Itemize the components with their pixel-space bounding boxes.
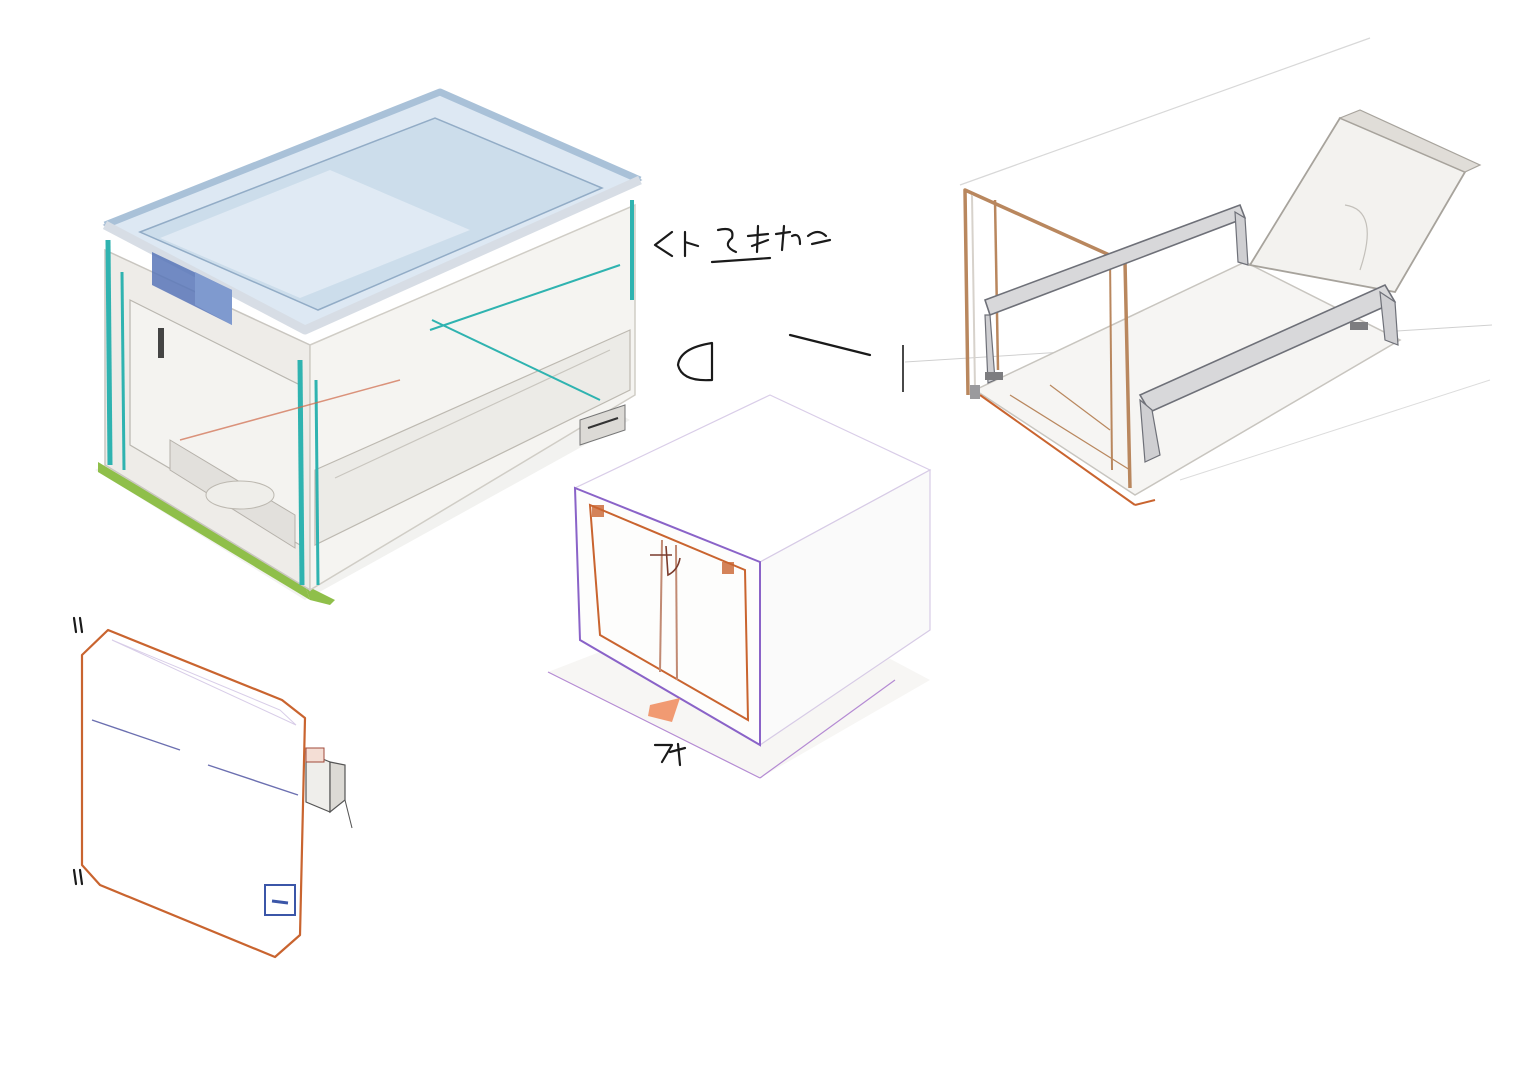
stand-upright-frame xyxy=(963,188,1132,489)
cabinet-drawer xyxy=(314,329,631,546)
flat-panel xyxy=(80,628,307,959)
center-scribbles xyxy=(676,333,904,392)
panel-label xyxy=(264,884,296,916)
box-front-face xyxy=(573,486,761,747)
open-frame-stand xyxy=(904,37,1493,506)
flat-panel-with-bracket xyxy=(72,616,353,959)
door-handle xyxy=(158,328,164,358)
glass-top-cabinet xyxy=(95,88,643,605)
handwritten-mark-box xyxy=(653,742,687,767)
box-front-panel xyxy=(547,394,932,779)
handwritten-scribble-label xyxy=(653,224,832,264)
cabinet-base xyxy=(98,462,310,600)
